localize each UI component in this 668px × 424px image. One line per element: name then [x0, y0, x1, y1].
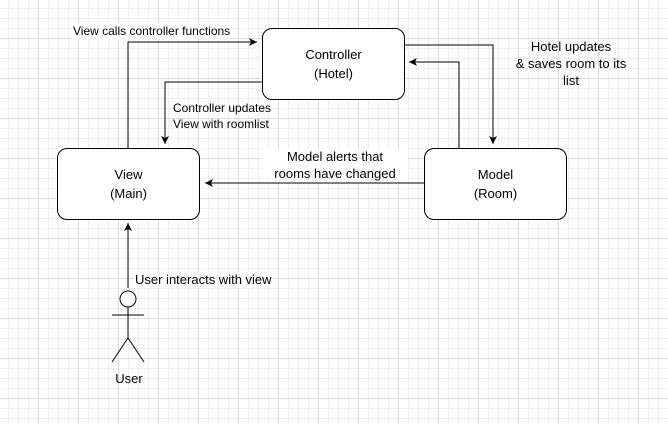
- edge-label-view-to-controller-text: View calls controller functions: [73, 24, 231, 38]
- user-actor-label-text: User: [115, 371, 143, 386]
- edge-label-user-to-view-text: User interacts with view: [135, 272, 272, 287]
- controller-node-title: Controller: [305, 47, 362, 62]
- edge-label-controller-to-model-line1: Hotel updates: [530, 39, 612, 54]
- edge-controller-to-model: [405, 44, 497, 144]
- view-node-subtitle: (Main): [110, 186, 147, 201]
- edge-label-controller-to-model-line3: list: [563, 73, 579, 88]
- edge-view-to-controller: [127, 38, 257, 148]
- model-node[interactable]: Model (Room): [424, 148, 567, 220]
- edge-controller-to-view: [161, 81, 262, 144]
- edge-label-model-to-view: Model alerts that rooms have changed: [262, 148, 408, 182]
- view-node-title: View: [114, 167, 143, 182]
- edge-model-to-controller: [409, 58, 460, 148]
- edge-label-controller-to-view: Controller updates View with roomlist: [172, 100, 272, 132]
- edge-label-controller-to-view-line1: Controller updates: [173, 101, 272, 115]
- edge-label-view-to-controller: View calls controller functions: [72, 23, 232, 39]
- controller-node[interactable]: Controller (Hotel): [262, 28, 405, 100]
- edge-label-model-to-view-line1: Model alerts that: [286, 149, 384, 164]
- model-node-title: Model: [477, 167, 514, 182]
- controller-node-subtitle: (Hotel): [313, 66, 353, 81]
- edge-label-controller-to-view-line2: View with roomlist: [173, 117, 269, 131]
- model-node-subtitle: (Room): [473, 186, 518, 201]
- view-node[interactable]: View (Main): [57, 148, 200, 220]
- user-actor-icon: [111, 290, 145, 363]
- edge-label-controller-to-model: Hotel updates & saves room to its list: [505, 38, 637, 89]
- edge-label-controller-to-model-line2: & saves room to its: [515, 56, 627, 71]
- user-actor-label: User: [98, 371, 160, 387]
- edge-label-model-to-view-line2: rooms have changed: [274, 166, 396, 181]
- edge-label-user-to-view: User interacts with view: [134, 272, 273, 288]
